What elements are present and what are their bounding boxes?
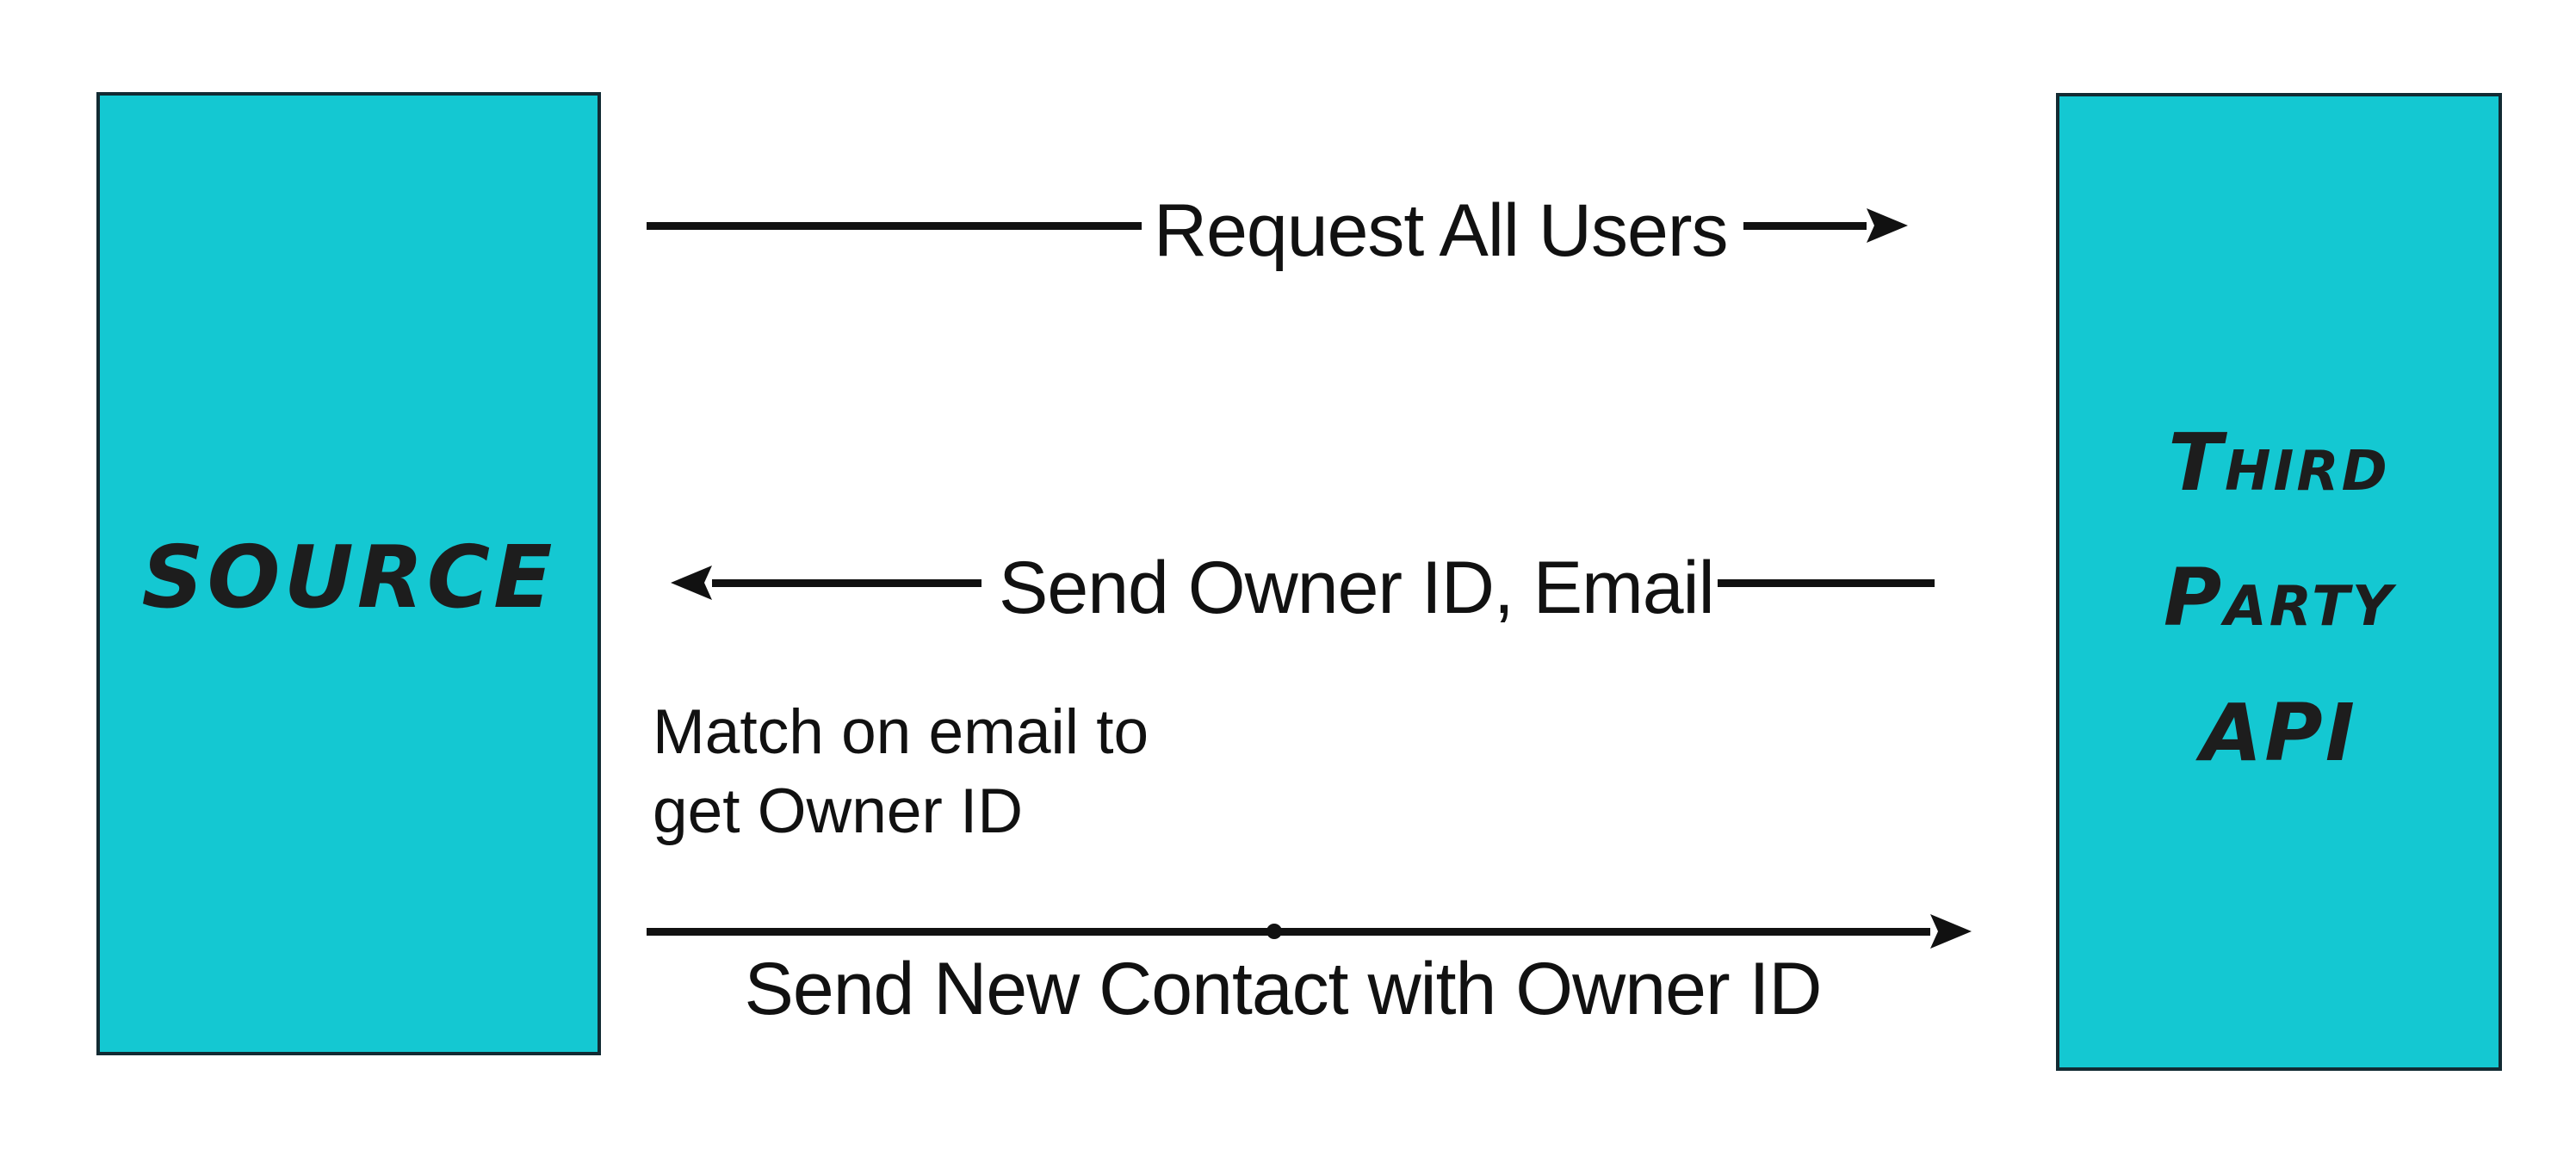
source-actor-label: SOURCE [141, 527, 556, 628]
send-contact-arrow-line [647, 928, 1930, 936]
match-note-line-1: Match on email to [653, 697, 1149, 767]
arrowhead-left-icon [671, 564, 712, 602]
send-contact-arrow-label: Send New Contact with Owner ID [744, 948, 1823, 1030]
api-label-line-3: API [2201, 686, 2357, 779]
match-note: Match on email to get Owner ID [653, 693, 1149, 851]
api-label-line-2: Party [2163, 551, 2395, 644]
send-owner-arrow-line-right [1718, 579, 1935, 587]
arrowhead-right-icon [1867, 207, 1908, 244]
request-arrow-label: Request All Users [1154, 189, 1729, 272]
request-arrow-line-left [647, 222, 1142, 230]
arrowhead-right-icon [1930, 912, 1972, 950]
request-arrow-line-right [1743, 222, 1867, 230]
match-note-line-2: get Owner ID [653, 776, 1024, 846]
third-party-api-actor-box: Third Party API [2056, 93, 2502, 1071]
send-owner-arrow-line-left [712, 579, 981, 587]
line-joint-dot-icon [1266, 924, 1282, 939]
send-owner-arrow-label: Send Owner ID, Email [999, 547, 1715, 629]
source-actor-box: SOURCE [96, 92, 601, 1055]
third-party-api-actor-label: Third Party API [2164, 395, 2394, 801]
api-label-line-1: Third [2168, 416, 2390, 509]
